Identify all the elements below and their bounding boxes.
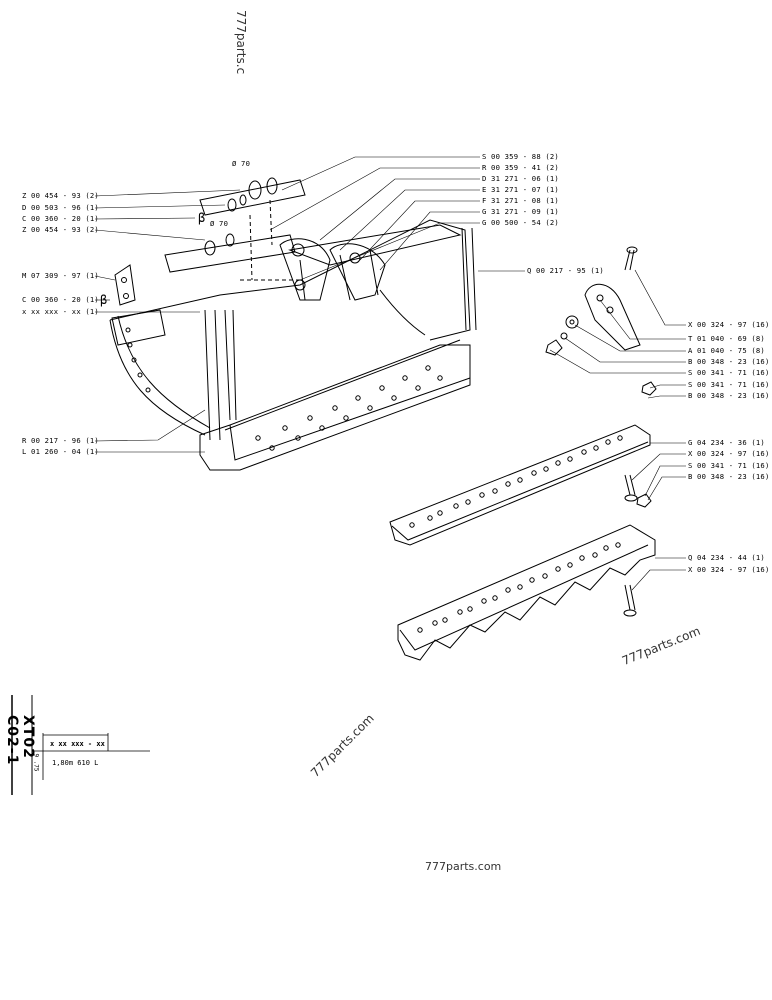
part-label: T 01 040 - 69 (8)	[688, 334, 765, 343]
cutting-edge-toothed	[397, 524, 656, 661]
beta-symbol-lower: β	[100, 293, 108, 307]
bucket-description: 1,80m 610 L	[52, 759, 99, 767]
part-label: R 00 359 - 41 (2)	[482, 163, 559, 172]
part-label: Z 00 454 - 93 (2)	[22, 191, 99, 200]
pin-assembly	[114, 177, 386, 306]
title-block: XT02 C02-1 9 .75 x xx xxx - xx 1,80m 610…	[4, 695, 150, 795]
beta-symbol-upper: β	[198, 211, 206, 225]
part-label: A 01 040 - 75 (8)	[688, 346, 765, 355]
part-label: D 00 503 - 96 (1)	[22, 203, 99, 212]
bucket-body	[109, 219, 477, 471]
drawing-code: XT02 C02-1	[4, 715, 36, 766]
part-label: D 31 271 - 06 (1)	[482, 174, 559, 183]
part-label: G 00 500 - 54 (2)	[482, 218, 559, 227]
part-label: x xx xxx - xx (1)	[22, 307, 99, 316]
part-label: B 00 348 - 23 (16)	[688, 391, 770, 400]
part-label: Q 00 217 - 95 (1)	[527, 266, 604, 275]
watermark-bottom: 777parts.com	[425, 860, 502, 873]
part-label: M 07 309 - 97 (1)	[22, 271, 99, 280]
part-label: X 00 324 - 97 (16)	[688, 565, 770, 574]
cutting-edge-plain	[389, 424, 652, 546]
part-label: S 00 359 - 88 (2)	[482, 152, 559, 161]
part-label: Z 00 454 - 93 (2)	[22, 225, 99, 234]
part-label: R 00 217 - 96 (1)	[22, 436, 99, 445]
teeth-bracket-assembly	[545, 246, 657, 396]
dimension-d70-upper: Ø 70	[232, 159, 251, 168]
part-label: G 04 234 - 36 (1)	[688, 438, 765, 447]
part-label: F 31 271 - 08 (1)	[482, 196, 559, 205]
leader-lines-top-right	[269, 156, 525, 281]
reference-code: x xx xxx - xx	[50, 740, 105, 748]
drawing-date: 9 .75	[32, 753, 40, 772]
part-label: S 00 341 - 71 (16)	[688, 461, 770, 470]
part-label: C 00 360 - 20 (1)	[22, 214, 99, 223]
part-label: L 01 260 - 04 (1)	[22, 447, 99, 456]
dimension-d70-lower: Ø 70	[210, 219, 229, 228]
part-label: Q 04 234 - 44 (1)	[688, 553, 765, 562]
leader-lines-left	[94, 189, 241, 453]
part-label: X 00 324 - 97 (16)	[688, 449, 770, 458]
title-block-frame	[11, 695, 150, 795]
part-label: C 00 360 - 20 (1)	[22, 295, 99, 304]
part-label: E 31 271 - 07 (1)	[482, 185, 559, 194]
part-label: B 00 348 - 23 (16)	[688, 357, 770, 366]
part-label: S 00 341 - 71 (16)	[688, 368, 770, 377]
part-label: B 00 348 - 23 (16)	[688, 472, 770, 481]
leader-lines-right	[549, 269, 686, 591]
part-label: G 31 271 - 09 (1)	[482, 207, 559, 216]
part-label: S 00 341 - 71 (16)	[688, 380, 770, 389]
part-label: X 00 324 - 97 (16)	[688, 320, 770, 329]
watermark-top: 777parts.c	[234, 10, 248, 75]
